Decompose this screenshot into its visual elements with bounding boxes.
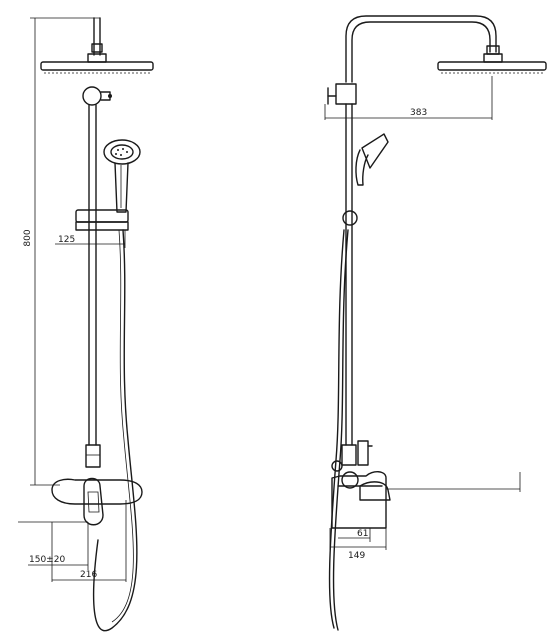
side-view: 383 [324,15,547,631]
diverter-knob [85,444,101,468]
hand-shower [103,139,141,213]
dimension-hose-depth: 216 [51,500,127,582]
main-riser-pipe [88,104,97,446]
front-view: 800 [18,17,154,632]
dimension-arm-length: 383 [324,76,493,120]
shower-hose [92,229,138,632]
dimension-overall-height: 800 [23,17,100,486]
top-pipe [93,17,101,56]
slide-holder [75,209,129,231]
mixer-body [51,477,143,526]
upper-connector [82,86,112,106]
overhead-arm [345,15,497,83]
rain-shower-head [40,53,154,74]
dim-overall-height-label: 800 [23,229,33,246]
dim-slide-offset-label: 125 [58,235,75,245]
side-hand-shower [355,133,389,186]
dim-spout-depth-label: 150±20 [29,555,65,565]
dimension-spout-depth: 150±20 [18,521,89,570]
side-mixer-body [331,471,521,529]
side-slide-ball [342,210,358,226]
side-hose [328,229,349,631]
dim-arm-length-label: 383 [410,108,427,118]
dim-hose-depth-label: 216 [80,570,97,580]
dim-spout-side-a-label: 61 [357,529,368,539]
side-connector [327,83,357,105]
side-rain-head [437,53,547,74]
dimension-slide-offset: 125 [55,230,126,248]
side-riser-pipe [345,103,353,446]
side-valve-assembly [331,440,373,489]
dim-spout-side-b-label: 149 [348,551,365,561]
dimension-spout-side: 61 149 [329,528,387,561]
